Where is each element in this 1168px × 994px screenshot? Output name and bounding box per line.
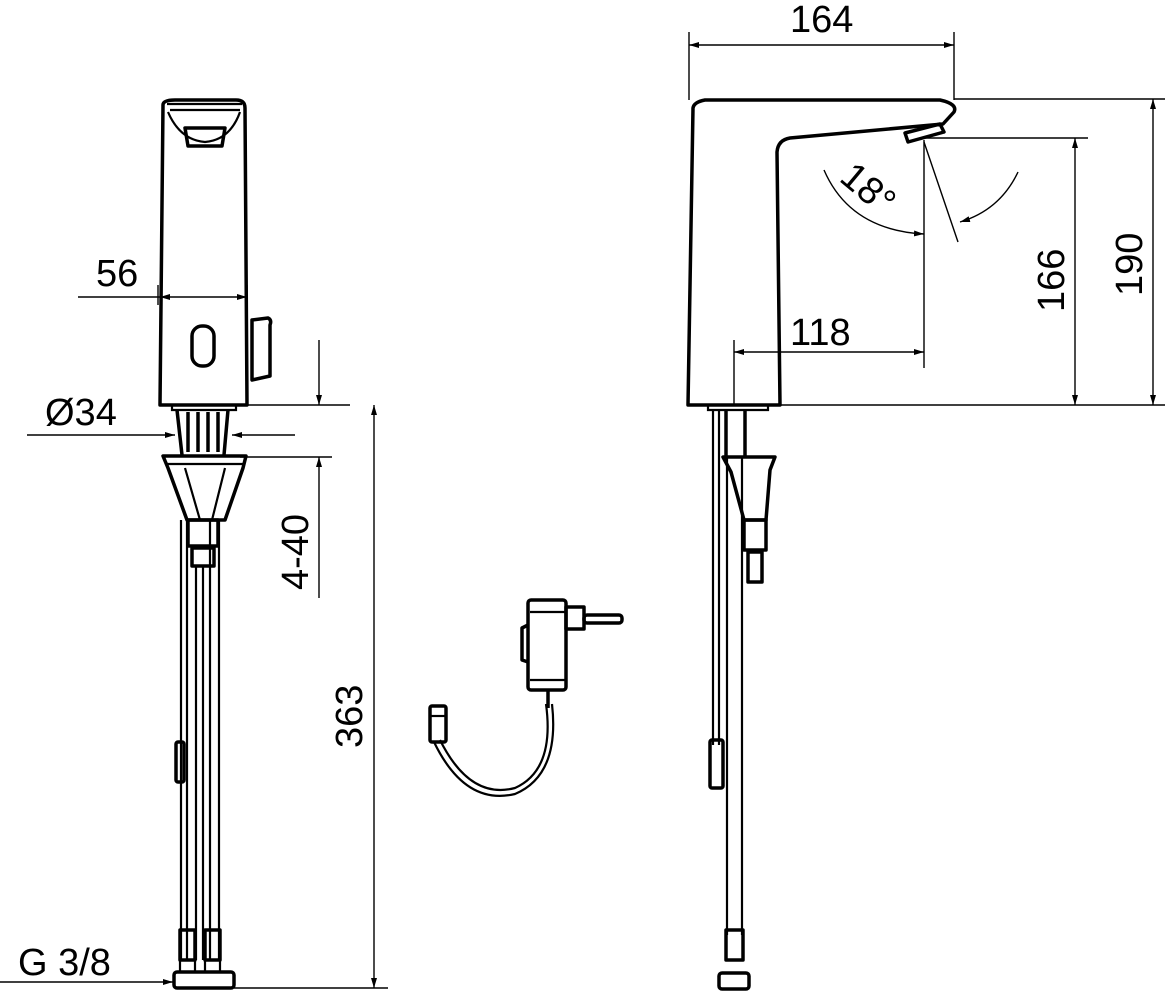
dim-connection-thread: G 3/8 [18,942,111,984]
faucet-body-side [686,98,957,407]
power-adapter [428,598,624,797]
dim-spray-angle: 18° [832,155,903,224]
front-view: 56 Ø34 4-40 363 G 3/8 [0,98,388,990]
dim-spout-reach: 164 [790,0,853,41]
side-view: 164 190 166 118 18° [686,0,1165,991]
dim-outlet-height: 166 [1031,249,1073,312]
dim-hose-length: 363 [329,685,371,748]
dim-counter-thickness: 4-40 [275,514,317,590]
dim-body-width: 56 [96,253,138,295]
dim-outlet-projection: 118 [790,312,851,354]
dim-total-height: 190 [1109,233,1151,296]
sensor-window [190,324,216,368]
hose-nut [172,970,236,990]
lever [250,316,273,382]
faucet-body-front [158,98,249,407]
dim-shank-diameter: Ø34 [45,392,117,434]
